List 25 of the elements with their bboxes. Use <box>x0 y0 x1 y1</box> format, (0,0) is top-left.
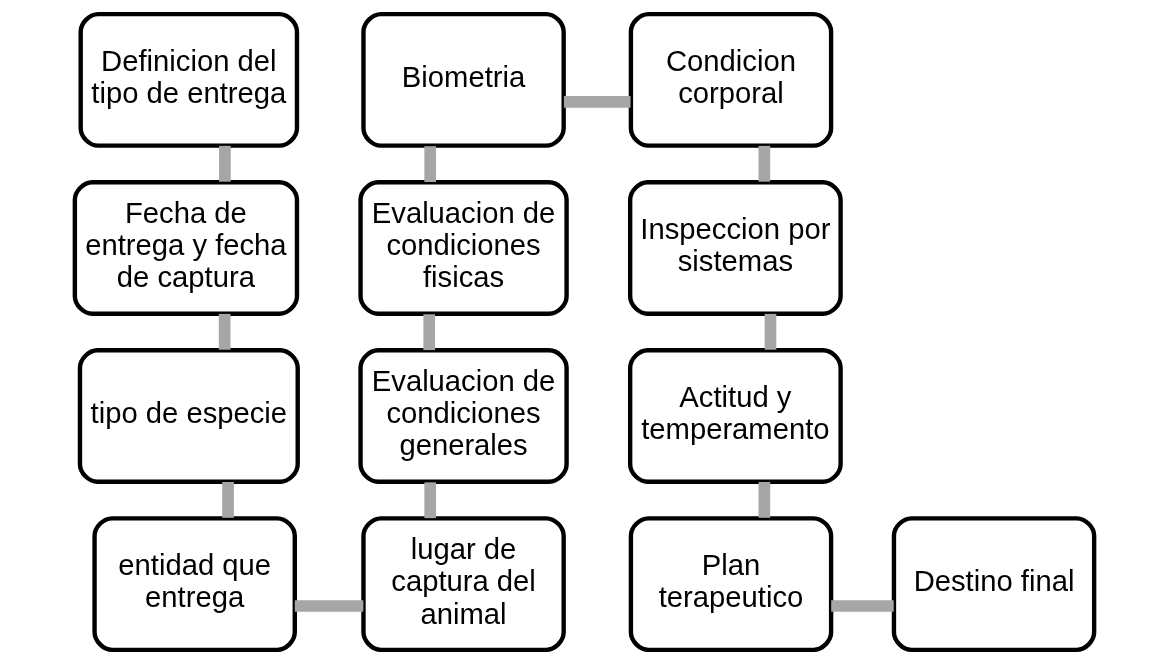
node-box: Fecha de entrega y fecha de captura <box>72 180 300 316</box>
connector <box>424 146 437 183</box>
node-box: Evaluacion de condiciones fisicas <box>358 180 569 316</box>
connector <box>219 145 231 182</box>
node-box: entidad que entrega <box>92 516 297 653</box>
connector <box>222 481 234 518</box>
node-box: Definicion del tipo de entrega <box>78 11 300 148</box>
node-box: Condicion corporal <box>628 11 834 148</box>
connector <box>758 145 771 182</box>
connector <box>764 313 777 350</box>
node-box: Evaluacion de condiciones generales <box>358 348 569 484</box>
connector <box>758 481 771 518</box>
connector <box>831 600 894 612</box>
connector <box>423 314 436 351</box>
node-box: Inspeccion por sistemas <box>627 180 843 316</box>
connector <box>424 482 437 519</box>
connector <box>563 96 631 108</box>
node-box: tipo de especie <box>77 348 300 484</box>
node-box: Destino final <box>891 516 1097 653</box>
node-box: lugar de captura del animal <box>361 516 566 653</box>
node-box: Biometria <box>361 11 566 148</box>
connector <box>218 313 231 350</box>
connector <box>294 600 364 612</box>
node-box: Actitud y temperamento <box>627 348 843 484</box>
node-box: Plan terapeutico <box>628 516 834 653</box>
